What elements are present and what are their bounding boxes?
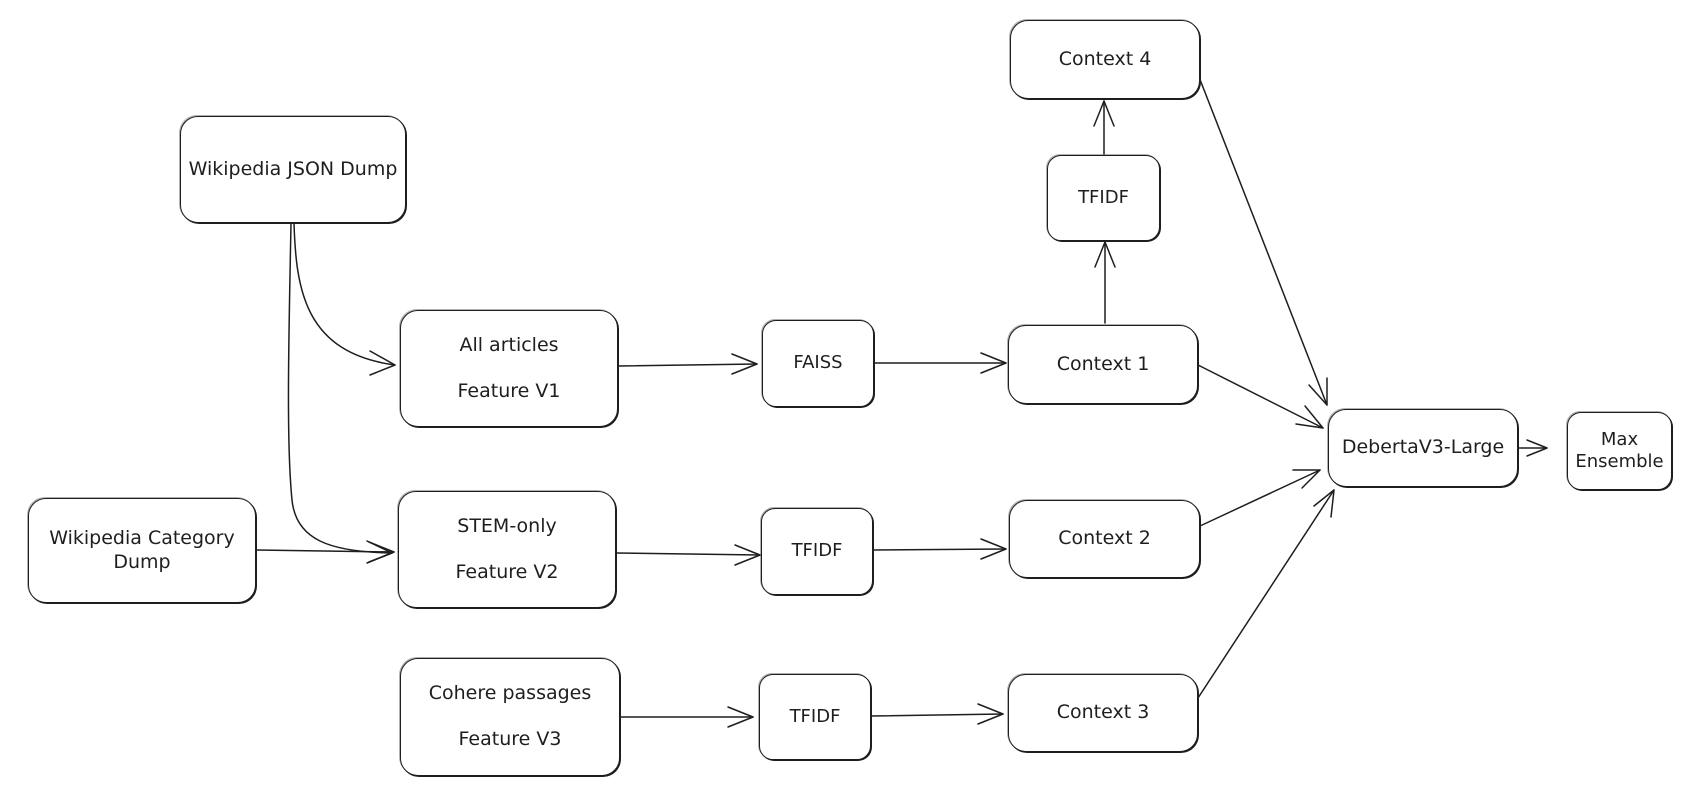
- arrowhead: [1094, 241, 1116, 268]
- node-tfidf-top: TFIDF: [1047, 155, 1160, 241]
- node-label: Ensemble: [1575, 451, 1664, 472]
- node-label: Context 4: [1058, 47, 1152, 70]
- arrowhead: [727, 706, 754, 728]
- arrowhead: [1308, 377, 1328, 406]
- arrowhead: [980, 352, 1007, 374]
- node-cohere-passages: Cohere passages Feature V3: [400, 658, 620, 776]
- node-label: Context 3: [1056, 701, 1150, 724]
- arrowhead: [980, 538, 1007, 560]
- node-label: DebertaV3-Large: [1341, 436, 1505, 459]
- node-label: FAISS: [793, 352, 843, 374]
- arrowhead: [734, 544, 761, 566]
- edge-context2-to-deberta: [1199, 469, 1321, 527]
- edge-tfidf-low-to-context3: [870, 713, 1004, 717]
- node-context-1: Context 1: [1008, 325, 1198, 404]
- node-tfidf-low: TFIDF: [759, 674, 871, 760]
- node-label: Feature V3: [458, 728, 562, 750]
- node-label: TFIDF: [1078, 186, 1129, 208]
- arrowhead: [731, 353, 758, 375]
- edge-wiki-json-to-stem-only: [287, 222, 393, 554]
- node-stem-only: STEM-only Feature V2: [398, 491, 616, 608]
- node-label: Context 2: [1058, 527, 1151, 550]
- node-label: Feature V1: [457, 379, 561, 402]
- node-label: TFIDF: [791, 540, 843, 562]
- arrowhead: [1295, 405, 1324, 429]
- node-label: Cohere passages: [428, 682, 592, 705]
- arrowhead: [1292, 469, 1321, 489]
- edge-tfidf-mid-to-context2: [872, 548, 1007, 551]
- arrowhead: [368, 541, 395, 563]
- node-label: Wikipedia Category: [49, 526, 235, 549]
- node-label: Dump: [113, 550, 171, 573]
- node-label: Max: [1600, 428, 1639, 450]
- node-label: STEM-only: [457, 514, 557, 537]
- node-debertav3-large: DebertaV3-Large: [1328, 409, 1518, 487]
- node-wikipedia-category-dump: Wikipedia Category Dump: [28, 498, 256, 603]
- node-label: Context 1: [1056, 352, 1150, 375]
- node-tfidf-mid: TFIDF: [761, 508, 873, 595]
- node-label: Feature V2: [455, 560, 559, 583]
- arrowhead: [1093, 100, 1115, 127]
- arrowhead: [977, 703, 1004, 725]
- edge-wiki-json-to-all-articles: [293, 222, 396, 366]
- node-label: All articles: [459, 333, 559, 356]
- node-max-ensemble: Max Ensemble: [1567, 412, 1672, 490]
- node-context-4: Context 4: [1010, 20, 1200, 99]
- edge-context4-to-deberta: [1198, 76, 1328, 406]
- arrowhead: [1313, 489, 1335, 518]
- arrowhead: [369, 350, 396, 376]
- edge-wiki-cat-to-stem-only: [256, 549, 395, 553]
- node-context-2: Context 2: [1009, 500, 1200, 578]
- node-all-articles: All articles Feature V1: [400, 310, 618, 427]
- node-wikipedia-json-dump: Wikipedia JSON Dump: [180, 116, 406, 223]
- edge-stem-only-to-tfidf-mid: [615, 552, 761, 556]
- arrowhead: [1526, 439, 1548, 457]
- node-context-3: Context 3: [1008, 674, 1198, 752]
- edge-context1-to-deberta: [1197, 364, 1324, 429]
- node-label: TFIDF: [789, 705, 841, 727]
- node-faiss: FAISS: [762, 320, 874, 407]
- node-label: Wikipedia JSON Dump: [188, 157, 398, 180]
- edge-all-articles-to-faiss: [617, 363, 758, 367]
- edge-context3-to-deberta: [1197, 489, 1335, 699]
